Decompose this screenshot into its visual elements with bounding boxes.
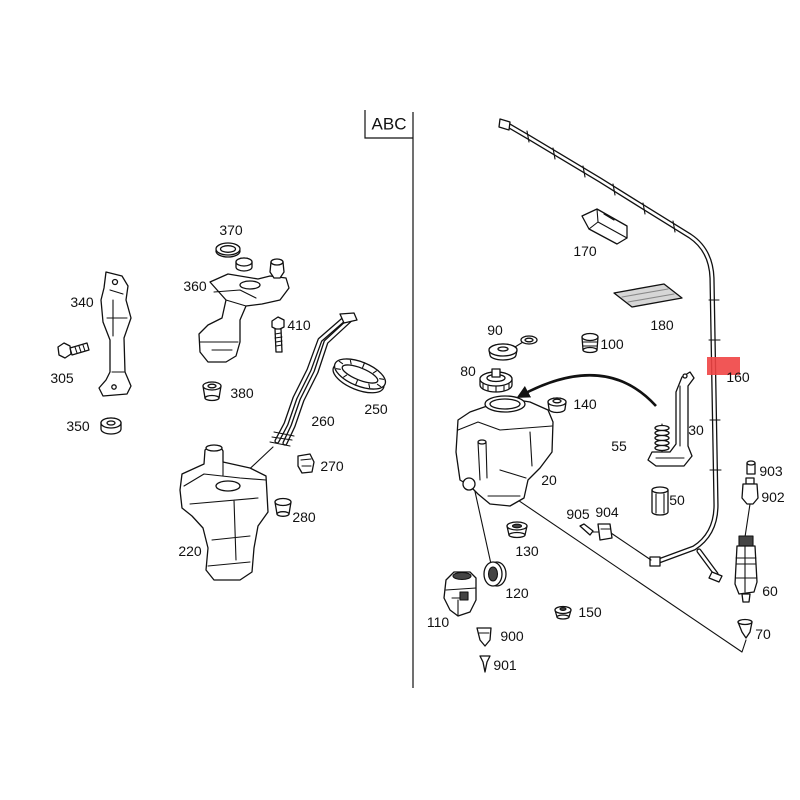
reservoir-tank-part-220 bbox=[179, 444, 274, 581]
group-label: ABC bbox=[372, 115, 407, 134]
connector-part-900 bbox=[476, 627, 492, 647]
pump-part-60 bbox=[734, 535, 758, 603]
callout-160: 160 bbox=[726, 369, 750, 385]
callout-903: 903 bbox=[759, 463, 783, 479]
callout-260: 260 bbox=[311, 413, 335, 429]
nut-part-350 bbox=[100, 417, 122, 435]
seal-part-140 bbox=[547, 397, 567, 414]
assembly-arrow bbox=[516, 373, 657, 407]
grommet-part-120 bbox=[483, 561, 507, 587]
callout-55: 55 bbox=[611, 438, 627, 454]
group-label-box bbox=[364, 110, 413, 139]
highlight-marker bbox=[707, 357, 740, 375]
filler-neck-part-360 bbox=[198, 257, 290, 363]
pin-part-901 bbox=[479, 655, 491, 673]
callout-100: 100 bbox=[600, 336, 624, 352]
diagram-frame: ABC bbox=[364, 110, 414, 688]
callout-360: 360 bbox=[183, 278, 207, 294]
callout-370: 370 bbox=[219, 222, 243, 238]
callout-60: 60 bbox=[762, 583, 778, 599]
callout-80: 80 bbox=[460, 363, 476, 379]
callout-305: 305 bbox=[50, 370, 74, 386]
pad-part-180 bbox=[613, 283, 683, 308]
hose-part-260 bbox=[269, 312, 358, 447]
callout-350: 350 bbox=[66, 418, 90, 434]
cap-part-80 bbox=[479, 368, 513, 393]
callout-90: 90 bbox=[487, 322, 503, 338]
nozzle-part-170 bbox=[581, 208, 628, 245]
callout-900: 900 bbox=[500, 628, 524, 644]
grommet-part-280 bbox=[274, 497, 292, 517]
sensor-bracket-part-30 bbox=[647, 371, 695, 467]
callout-270: 270 bbox=[320, 458, 344, 474]
seal-ring-part-250 bbox=[332, 358, 387, 394]
callout-901: 901 bbox=[493, 657, 517, 673]
callout-20: 20 bbox=[541, 472, 557, 488]
callout-150: 150 bbox=[578, 604, 602, 620]
callout-140: 140 bbox=[573, 396, 597, 412]
callout-220: 220 bbox=[178, 543, 202, 559]
pump-motor-part-110 bbox=[443, 571, 477, 617]
cap-part-90 bbox=[488, 335, 538, 361]
callout-410: 410 bbox=[287, 317, 311, 333]
nozzle-part-70 bbox=[737, 618, 753, 639]
connector-part-902 bbox=[741, 477, 759, 538]
callout-130: 130 bbox=[515, 543, 539, 559]
clip-part-270 bbox=[297, 453, 315, 474]
callout-904: 904 bbox=[595, 504, 619, 520]
bolt-part-410 bbox=[271, 316, 285, 353]
grommet-part-100 bbox=[581, 332, 599, 354]
sensor-part-50 bbox=[651, 486, 669, 516]
reservoir-tank-part-20 bbox=[455, 395, 747, 653]
connector-part-903 bbox=[746, 460, 756, 475]
seal-ring-part-370 bbox=[215, 242, 241, 258]
callout-340: 340 bbox=[70, 294, 94, 310]
callout-380: 380 bbox=[230, 385, 254, 401]
bolt-part-305 bbox=[57, 342, 90, 359]
callout-250: 250 bbox=[364, 401, 388, 417]
pin-part-905 bbox=[579, 523, 600, 536]
callout-120: 120 bbox=[505, 585, 529, 601]
callout-labels: 370 360 410 340 305 380 350 260 250 270 … bbox=[50, 222, 785, 673]
callout-180: 180 bbox=[650, 317, 674, 333]
connector-part-904 bbox=[597, 523, 652, 561]
callout-30: 30 bbox=[688, 422, 704, 438]
callout-170: 170 bbox=[573, 243, 597, 259]
washer-hose-part-160 bbox=[498, 118, 723, 583]
callout-70: 70 bbox=[755, 626, 771, 642]
bracket-part-340 bbox=[98, 271, 132, 397]
grommet-part-380 bbox=[202, 381, 222, 402]
callout-50: 50 bbox=[669, 492, 685, 508]
grommet-part-130 bbox=[506, 521, 528, 539]
callout-110: 110 bbox=[427, 614, 450, 630]
spring-part-55 bbox=[654, 423, 670, 453]
callout-280: 280 bbox=[292, 509, 316, 525]
callout-905: 905 bbox=[566, 506, 590, 522]
grommet-part-150 bbox=[554, 605, 572, 620]
callout-902: 902 bbox=[761, 489, 785, 505]
